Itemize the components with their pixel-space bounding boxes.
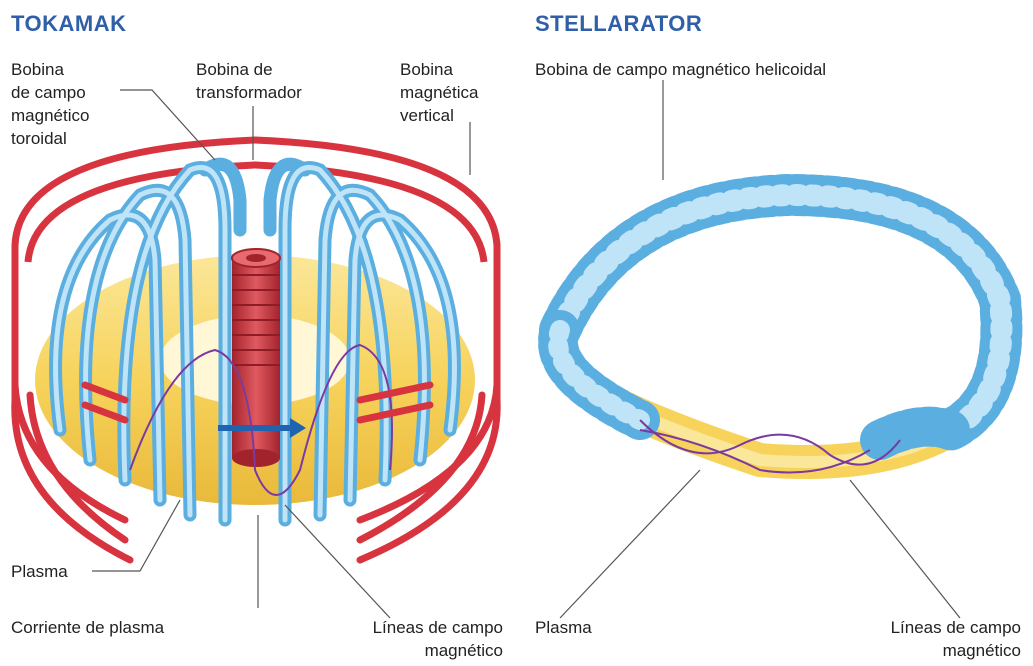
helical-coils: [558, 195, 1001, 440]
label-transformer-coil: Bobina de transformador: [196, 58, 302, 104]
label-stellarator-plasma: Plasma: [535, 616, 592, 639]
tokamak-diagram: [15, 140, 497, 560]
label-helical-coil: Bobina de campo magnético helicoidal: [535, 58, 826, 81]
label-tokamak-field-lines: Líneas de campo magnético: [340, 616, 503, 662]
label-vertical-coil: Bobina magnética vertical: [400, 58, 478, 127]
transformer-column: [232, 249, 280, 467]
stellarator-diagram: [558, 195, 1001, 473]
label-plasma-current: Corriente de plasma: [11, 616, 164, 639]
label-stellarator-field-lines: Líneas de campo magnético: [858, 616, 1021, 662]
label-toroidal-coil: Bobina de campo magnético toroidal: [11, 58, 89, 150]
label-tokamak-plasma: Plasma: [11, 560, 68, 583]
